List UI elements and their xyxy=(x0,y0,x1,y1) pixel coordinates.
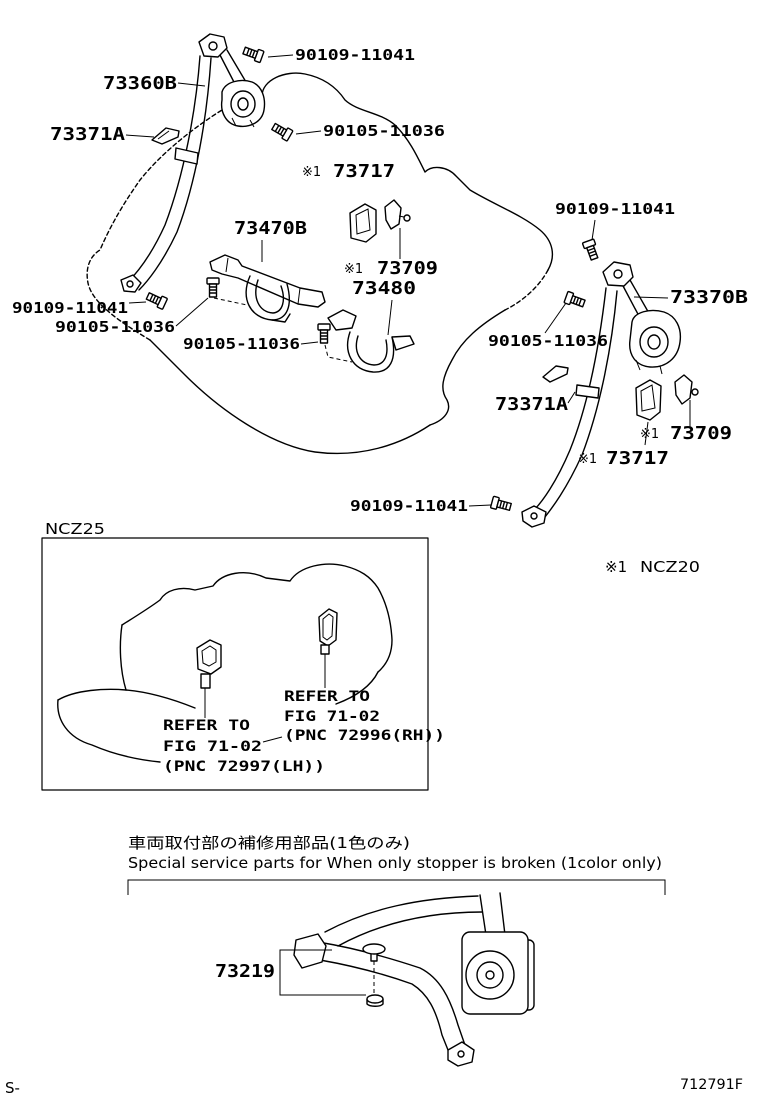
callout-bolt-top: 90109-11041 xyxy=(295,46,415,64)
callout-bolt-left-lower: 90109-11041 xyxy=(12,299,128,317)
bolt-left-retractor xyxy=(269,120,294,142)
service-title-en: Special service parts for When only stop… xyxy=(128,854,662,872)
left-upper-anchor xyxy=(198,33,228,58)
left-seat-belt-assembly xyxy=(120,33,266,293)
seat-back-right-edge xyxy=(429,309,506,426)
right-belt-guide-loop xyxy=(575,384,600,399)
footer-illustration-number: 712791F xyxy=(680,1077,743,1093)
callout-right-73709: 73709 xyxy=(670,423,732,444)
service-section-bracket xyxy=(127,879,666,895)
inset-ref-lh-line1: REFER TO xyxy=(163,718,250,734)
left-belt-guide-loop xyxy=(174,147,199,165)
bolt-left-lower-anchor xyxy=(144,289,169,311)
callout-right-73709-mark: ※1 xyxy=(640,427,659,442)
right-belt-strap-outer xyxy=(533,287,607,511)
left-belt-retractor xyxy=(220,79,266,128)
callout-bolt-right-top: 90109-11041 xyxy=(555,200,675,218)
left-belt-cover-73371A xyxy=(151,127,180,145)
left-belt-strap-inner xyxy=(138,57,212,291)
seat-back-top-edge xyxy=(261,72,554,271)
stopper-button-top xyxy=(362,943,386,962)
stopper-callout-bracket xyxy=(279,949,366,996)
right-lower-anchor xyxy=(521,505,547,528)
callout-right-73717: 73717 xyxy=(606,448,669,469)
left-belt-strap-to-retractor xyxy=(219,49,247,87)
seat-back-right-hidden-edge xyxy=(504,269,549,311)
seat-left-hidden-edge xyxy=(86,109,223,341)
service-retractor xyxy=(461,931,535,1015)
bolt-right-retractor xyxy=(563,290,587,310)
leader-lines xyxy=(125,54,691,507)
callout-bolt-right-retractor: 90105-11036 xyxy=(488,332,608,350)
service-tongue-plate xyxy=(293,933,327,969)
right-belt-strap-inner xyxy=(544,290,618,518)
callout-stopper: 73219 xyxy=(215,961,275,982)
callout-right-73717-mark: ※1 xyxy=(578,452,597,467)
service-belt-assembly xyxy=(293,892,535,1067)
right-seat-belt-assembly xyxy=(521,261,682,528)
bolt-buckle-left xyxy=(206,277,220,298)
left-clip-73709 xyxy=(384,199,411,230)
service-upper-strap xyxy=(324,895,483,947)
inset-ref-rh-line3: (PNC 72996(RH)) xyxy=(284,728,445,744)
left-lower-anchor xyxy=(120,274,142,293)
bolt-buckle-center xyxy=(317,323,331,344)
right-belt-retractor xyxy=(629,309,682,375)
stopper-button-bottom xyxy=(366,994,384,1007)
callout-left-73709: 73709 xyxy=(377,258,438,279)
seat-cushion-edge xyxy=(149,339,431,455)
left-cover-73717 xyxy=(349,203,377,243)
inset-ref-lh-line2: FIG 71-02 xyxy=(163,739,262,755)
inset-frame xyxy=(41,537,429,791)
right-belt-cover-73371A xyxy=(542,365,569,383)
bolt-right-lower-anchor xyxy=(489,495,513,514)
bolt-left-upper-anchor xyxy=(241,44,265,64)
service-retractor-strap xyxy=(479,892,506,936)
service-title-jp: 車両取付部の補修用部品(1色のみ) xyxy=(128,834,410,852)
inset-seat-outline xyxy=(57,563,393,763)
callout-buckle-73470B: 73470B xyxy=(234,218,307,239)
footnote-mark: ※1 xyxy=(605,558,627,576)
rear-seat-outline xyxy=(86,72,554,455)
callout-bolt-bottom: 90109-11041 xyxy=(350,497,468,515)
inset-leader-lines xyxy=(204,654,326,743)
right-clip-73709 xyxy=(674,374,699,405)
left-belt-strap-outer xyxy=(126,55,201,284)
callout-left-cover: 73371A xyxy=(50,124,125,145)
inset-ref-rh-line1: REFER TO xyxy=(284,689,370,705)
footnote-text: NCZ20 xyxy=(640,558,700,576)
callout-bolt-left-retractor: 90105-11036 xyxy=(323,122,445,140)
service-lower-anchor xyxy=(447,1041,475,1067)
callout-left-73717-mark: ※1 xyxy=(302,165,321,180)
inset-ref-lh-line3: (PNC 72997(LH)) xyxy=(163,759,325,775)
callout-bolt-buckle-center: 90105-11036 xyxy=(183,335,300,353)
right-cover-73717 xyxy=(635,379,662,421)
bolt-right-upper-anchor xyxy=(581,238,601,262)
right-upper-anchor xyxy=(602,261,634,287)
callout-bolt-buckle-left: 90105-11036 xyxy=(55,318,175,336)
callout-right-cover: 73371A xyxy=(495,394,568,415)
buckle-73470B xyxy=(209,254,326,323)
service-lap-strap xyxy=(299,941,467,1056)
buckle-73480 xyxy=(327,309,415,373)
callout-left-73717: 73717 xyxy=(333,161,395,182)
inset-title: NCZ25 xyxy=(45,520,105,538)
inset-ref-rh-line2: FIG 71-02 xyxy=(284,709,380,725)
inset-buckle-right xyxy=(318,608,338,655)
callout-left-73709-mark: ※1 xyxy=(344,262,363,277)
callout-left-belt: 73360B xyxy=(103,73,177,94)
inset-buckle-left xyxy=(196,639,222,689)
callout-buckle-73480: 73480 xyxy=(352,278,416,299)
callout-right-belt: 73370B xyxy=(670,287,748,308)
footer-page-code: S- xyxy=(5,1079,20,1097)
